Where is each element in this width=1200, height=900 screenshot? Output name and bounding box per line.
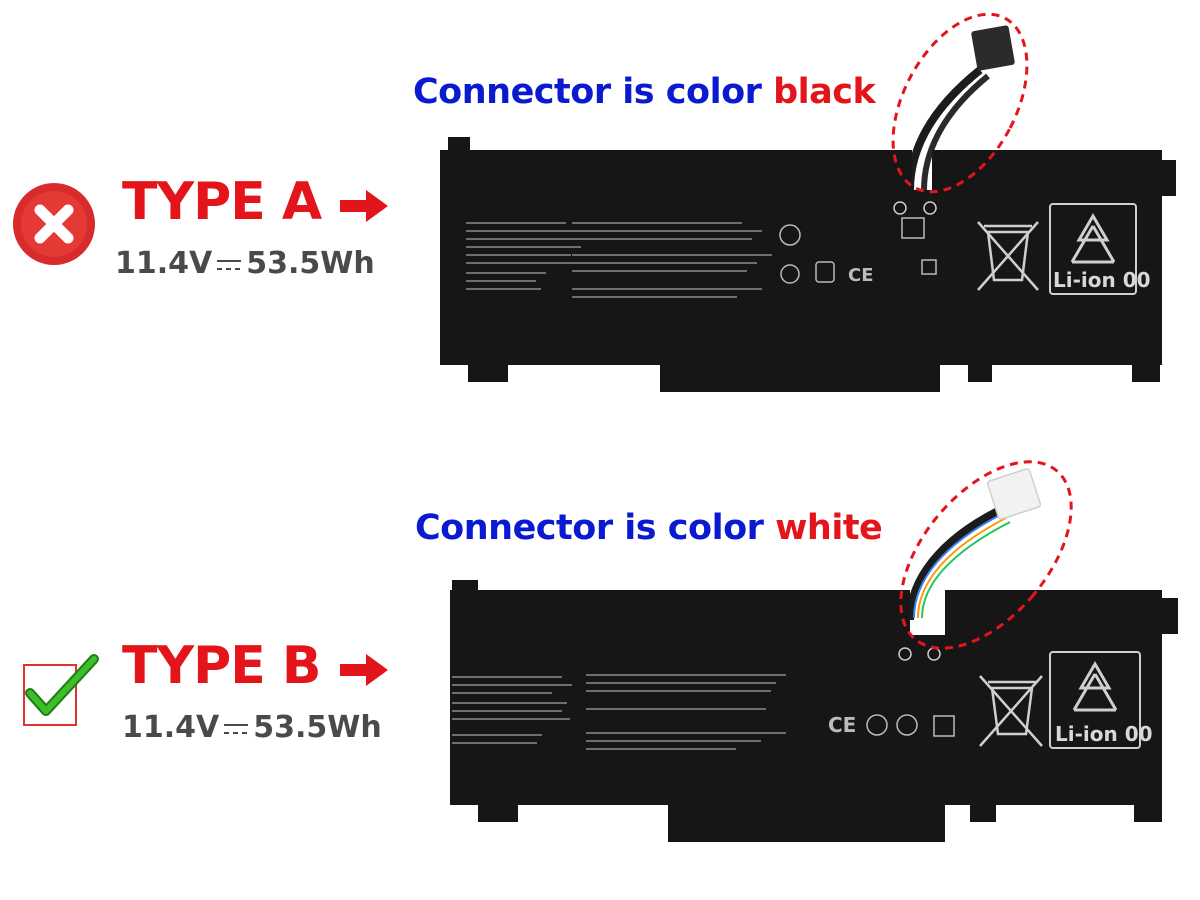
svg-text:CE: CE bbox=[848, 265, 874, 286]
dc-symbol-icon bbox=[217, 259, 242, 272]
connector-plug-b bbox=[986, 468, 1042, 520]
connector-color-a: black bbox=[773, 72, 876, 112]
type-label-b: TYPE B bbox=[122, 636, 321, 696]
red-arrow-right-icon bbox=[340, 190, 388, 222]
correct-icon bbox=[23, 654, 99, 726]
connector-heading-a: Connector is color black bbox=[413, 72, 876, 112]
connector-plug-a bbox=[971, 25, 1015, 71]
voltage-a: 11.4V bbox=[115, 246, 213, 281]
connector-highlight-b bbox=[899, 460, 1073, 650]
connector-heading-text-a: Connector is color bbox=[413, 72, 762, 112]
recycle-icon-a bbox=[1049, 203, 1137, 295]
energy-a: 53.5Wh bbox=[246, 246, 375, 281]
crossed-out-bin-icon-b bbox=[979, 675, 1043, 747]
spec-a: 11.4V 53.5Wh bbox=[115, 246, 375, 281]
spec-b: 11.4V 53.5Wh bbox=[122, 710, 382, 745]
connector-heading-text-b: Connector is color bbox=[415, 508, 764, 548]
battery-image-a: CE bbox=[440, 25, 1176, 392]
battery-label-b: Li-ion 00 bbox=[1055, 722, 1153, 746]
battery-label-a: Li-ion 00 bbox=[1053, 268, 1151, 292]
energy-b: 53.5Wh bbox=[253, 710, 382, 745]
connector-highlight-a bbox=[891, 12, 1029, 194]
dc-symbol-icon bbox=[224, 723, 249, 736]
incorrect-icon bbox=[13, 183, 95, 265]
connector-color-b: white bbox=[775, 508, 883, 548]
type-label-a: TYPE A bbox=[122, 172, 322, 232]
voltage-b: 11.4V bbox=[122, 710, 220, 745]
connector-heading-b: Connector is color white bbox=[415, 508, 883, 548]
crossed-out-bin-icon-a bbox=[977, 221, 1039, 291]
recycle-icon-b bbox=[1049, 651, 1141, 749]
battery-image-b: CE bbox=[450, 468, 1178, 842]
red-arrow-right-icon bbox=[340, 654, 388, 686]
svg-text:CE: CE bbox=[828, 713, 856, 737]
